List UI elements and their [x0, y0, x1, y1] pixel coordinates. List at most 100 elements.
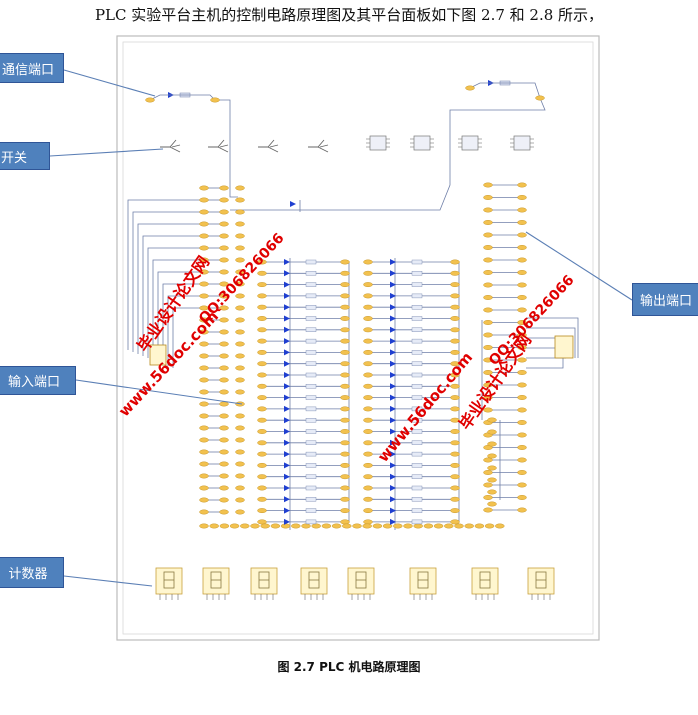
connector-pad: [483, 232, 493, 238]
connector-pad: [483, 220, 493, 225]
connector-pad: [257, 440, 267, 446]
connector-pad: [199, 245, 209, 251]
connector-pad: [450, 293, 460, 299]
connector-pad: [235, 269, 245, 275]
diode: [390, 326, 396, 333]
wire: [172, 307, 200, 368]
connector-pad: [450, 383, 460, 389]
leader-line: [49, 148, 164, 157]
connector-pad: [199, 437, 209, 443]
diode-array: [284, 259, 423, 525]
connector-pad: [450, 270, 460, 276]
connector-pad: [257, 316, 267, 321]
connector-pad: [517, 407, 527, 413]
connector-pad: [340, 304, 350, 310]
wire: [127, 199, 200, 350]
resistor: [305, 372, 317, 378]
connector-pad: [517, 357, 527, 363]
connector-pad: [219, 509, 229, 515]
connector-pad: [450, 282, 460, 288]
connector-pad: [487, 489, 497, 495]
connector-pad: [363, 496, 373, 502]
diode: [390, 292, 396, 299]
resistor: [411, 429, 423, 434]
connector-pad: [257, 372, 267, 378]
diode: [284, 473, 290, 480]
connector-pad: [413, 523, 423, 529]
connector-pad: [517, 295, 527, 300]
connector-pad: [199, 269, 209, 275]
connector-pad: [517, 232, 527, 238]
connector-pad: [517, 482, 527, 488]
connector-pad: [257, 383, 267, 389]
connector-pad: [450, 429, 460, 434]
connector-pads: [145, 85, 545, 529]
connector-pad: [340, 270, 350, 276]
resistor: [411, 372, 423, 378]
wire: [526, 358, 564, 369]
connector-pad: [450, 485, 460, 491]
connector-pad: [219, 523, 230, 529]
diode: [390, 518, 396, 525]
connector-pad: [450, 349, 460, 355]
wire: [230, 97, 546, 211]
connector-pad: [517, 195, 527, 200]
resistor: [305, 485, 317, 491]
connector-pad: [363, 406, 373, 412]
connector-pad: [257, 327, 267, 333]
connector-pad: [219, 245, 229, 251]
connector-pad: [219, 437, 229, 443]
connector-pad: [219, 413, 229, 419]
connector-pad: [483, 370, 493, 375]
connector-pad: [363, 395, 373, 401]
connector-pad: [257, 451, 267, 457]
resistor: [305, 508, 317, 513]
connector-pad: [235, 353, 245, 359]
switch-symbol: [258, 139, 279, 153]
ic-chip: [413, 135, 431, 151]
wire: [469, 82, 541, 99]
connector-pad: [450, 327, 460, 333]
connector-pad: [517, 495, 527, 500]
resistor: [411, 259, 423, 265]
diode: [390, 315, 396, 322]
connector-pad: [517, 432, 527, 438]
connector-pad: [257, 361, 267, 367]
diode: [390, 372, 396, 378]
connector-pad: [465, 85, 475, 91]
wire: [215, 99, 238, 198]
resistor: [305, 327, 317, 332]
leader-line: [63, 575, 153, 587]
input-chip: [149, 344, 167, 366]
connector-pad: [363, 316, 373, 321]
connector-pad: [219, 485, 229, 491]
switch-symbol: [160, 139, 181, 153]
resistor: [411, 451, 423, 457]
resistor: [305, 474, 317, 479]
connector-pad: [235, 377, 245, 383]
connector-pad: [229, 523, 240, 529]
connector-pad: [199, 257, 209, 263]
resistor: [305, 259, 317, 265]
diode: [284, 326, 290, 333]
connector-pad: [450, 508, 460, 514]
connector-pad: [382, 523, 393, 529]
connector-pad: [487, 453, 497, 459]
connector-pad: [199, 425, 209, 431]
connector-pad: [199, 389, 209, 395]
diode: [284, 428, 290, 435]
connector-pad: [235, 245, 245, 251]
connector-pad: [219, 281, 229, 287]
resistor: [411, 271, 423, 276]
connector-pad: [487, 477, 497, 483]
connector-pad: [340, 361, 350, 367]
connector-pad: [235, 365, 245, 371]
connector-pad: [362, 523, 372, 529]
connector-pad: [483, 195, 493, 200]
connector-pad: [340, 395, 350, 401]
connector-pad: [340, 293, 350, 299]
connector-pad: [257, 485, 267, 491]
connector-pad: [219, 425, 229, 431]
connector-pad: [235, 413, 245, 419]
